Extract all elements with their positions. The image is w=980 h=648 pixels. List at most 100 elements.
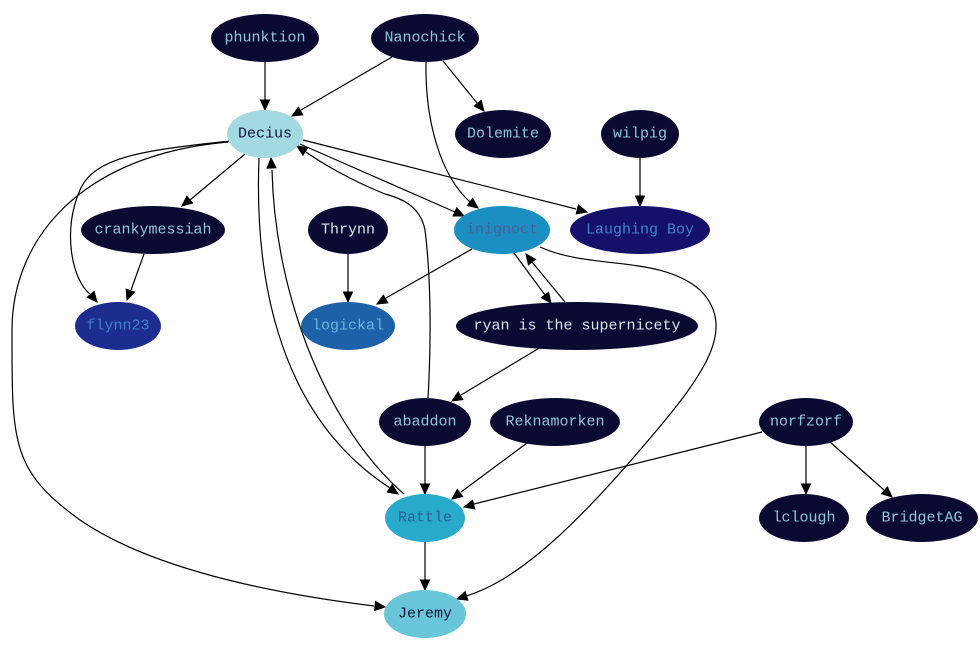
node-shape xyxy=(75,302,161,350)
node-label: abaddon xyxy=(393,414,456,431)
node-lclough[interactable]: lclough xyxy=(759,494,849,542)
edge-norfzorf-to-rattle xyxy=(462,431,763,510)
node-shape xyxy=(308,206,388,254)
arrowhead-icon xyxy=(634,195,646,208)
arrowhead-icon xyxy=(86,290,98,303)
node-nanochick[interactable]: Nanochick xyxy=(371,14,479,62)
arrowhead-icon xyxy=(181,195,194,207)
edge-line xyxy=(460,442,528,493)
node-label: phunktion xyxy=(224,30,305,47)
arrowhead-icon xyxy=(375,294,389,305)
node-rattle[interactable]: Rattle xyxy=(385,494,465,542)
edge-line xyxy=(271,169,405,495)
node-dolemite[interactable]: Dolemite xyxy=(455,110,551,158)
edge-decius-to-flynn23 xyxy=(69,140,231,303)
edge-inignoct-to-logickal xyxy=(375,248,473,305)
arrowhead-icon xyxy=(452,206,466,217)
edge-crankymessiah-to-flynn23 xyxy=(125,253,145,302)
node-shape xyxy=(454,206,550,254)
edge-inignoct-to-ryan xyxy=(513,252,552,304)
edge-ryan-to-inignoct xyxy=(525,253,566,303)
node-bridgetag[interactable]: BridgetAG xyxy=(866,494,978,542)
edge-thrynn-to-logickal xyxy=(342,254,354,304)
node-label: Laughing Boy xyxy=(586,222,694,239)
node-label: lclough xyxy=(772,510,835,527)
node-shape xyxy=(759,398,853,446)
arrowhead-icon xyxy=(386,483,400,495)
node-shape xyxy=(379,398,471,446)
node-phunktion[interactable]: phunktion xyxy=(211,14,319,62)
edge-line xyxy=(425,61,471,203)
node-shape xyxy=(227,110,303,158)
edge-decius-to-laughing-boy xyxy=(302,139,589,215)
node-label: Thrynn xyxy=(321,222,375,239)
arrowhead-icon xyxy=(374,600,387,612)
edge-decius-to-rattle xyxy=(257,157,400,495)
node-shape xyxy=(371,14,479,62)
edge-line xyxy=(257,157,391,489)
edge-line xyxy=(513,252,546,296)
node-label: flynn23 xyxy=(86,318,149,335)
edge-line xyxy=(69,140,231,295)
node-reknamorken[interactable]: Reknamorken xyxy=(490,398,620,446)
node-label: Rattle xyxy=(398,510,452,527)
edge-line xyxy=(302,139,577,210)
node-jeremy[interactable]: Jeremy xyxy=(384,590,466,638)
node-label: crankymessiah xyxy=(94,222,211,239)
edge-wilpig-to-laughing-boy xyxy=(634,158,646,208)
node-decius[interactable]: Decius xyxy=(227,110,303,158)
arrowhead-icon xyxy=(473,99,485,112)
node-abaddon[interactable]: abaddon xyxy=(379,398,471,446)
arrowhead-icon xyxy=(575,204,589,215)
arrowhead-icon xyxy=(455,590,469,601)
node-logickal[interactable]: logickal xyxy=(301,302,395,350)
edge-inignoct-to-jeremy xyxy=(455,246,717,601)
edge-rattle-to-decius xyxy=(266,156,405,495)
node-shape xyxy=(456,302,698,350)
edge-line xyxy=(189,153,246,201)
node-label: Nanochick xyxy=(384,30,465,47)
node-label: Dolemite xyxy=(467,126,539,143)
edge-abaddon-to-decius xyxy=(295,145,431,399)
edge-nanochick-to-inignoct xyxy=(425,61,479,209)
node-ryan[interactable]: ryan is the supernicety xyxy=(456,302,698,350)
node-norfzorf[interactable]: norfzorf xyxy=(759,398,853,446)
edge-line xyxy=(531,261,566,303)
node-crankymessiah[interactable]: crankymessiah xyxy=(81,206,225,254)
edge-reknamorken-to-rattle xyxy=(451,442,528,500)
node-laughing-boy[interactable]: Laughing Boy xyxy=(570,206,710,254)
node-flynn23[interactable]: flynn23 xyxy=(75,302,161,350)
node-shape xyxy=(601,110,679,158)
node-shape xyxy=(759,494,849,542)
node-shape xyxy=(385,494,465,542)
edge-rattle-to-jeremy xyxy=(419,542,431,592)
arrowhead-icon xyxy=(125,288,136,302)
node-shape xyxy=(866,494,978,542)
arrowhead-icon xyxy=(451,488,464,500)
edge-ryan-to-abaddon xyxy=(450,346,542,402)
edge-nanochick-to-decius xyxy=(290,56,393,117)
arrowhead-icon xyxy=(540,291,552,304)
edge-phunktion-to-decius xyxy=(259,62,271,112)
arrowhead-icon xyxy=(466,197,479,209)
node-label: norfzorf xyxy=(770,414,842,431)
edge-decius-to-inignoct xyxy=(299,143,466,217)
node-label: BridgetAG xyxy=(881,510,962,527)
node-label: Jeremy xyxy=(398,606,452,623)
edge-line xyxy=(130,253,145,291)
node-shape xyxy=(81,206,225,254)
edge-line xyxy=(305,151,431,399)
arrowhead-icon xyxy=(290,106,304,117)
edge-line xyxy=(829,441,885,491)
node-thrynn[interactable]: Thrynn xyxy=(308,206,388,254)
node-wilpig[interactable]: wilpig xyxy=(601,110,679,158)
arrowhead-icon xyxy=(450,391,464,402)
node-shape xyxy=(455,110,551,158)
edge-line xyxy=(11,141,375,607)
node-inignoct[interactable]: inignoct xyxy=(454,206,550,254)
node-label: ryan is the supernicety xyxy=(473,318,680,335)
node-shape xyxy=(211,14,319,62)
node-shape xyxy=(384,590,466,638)
